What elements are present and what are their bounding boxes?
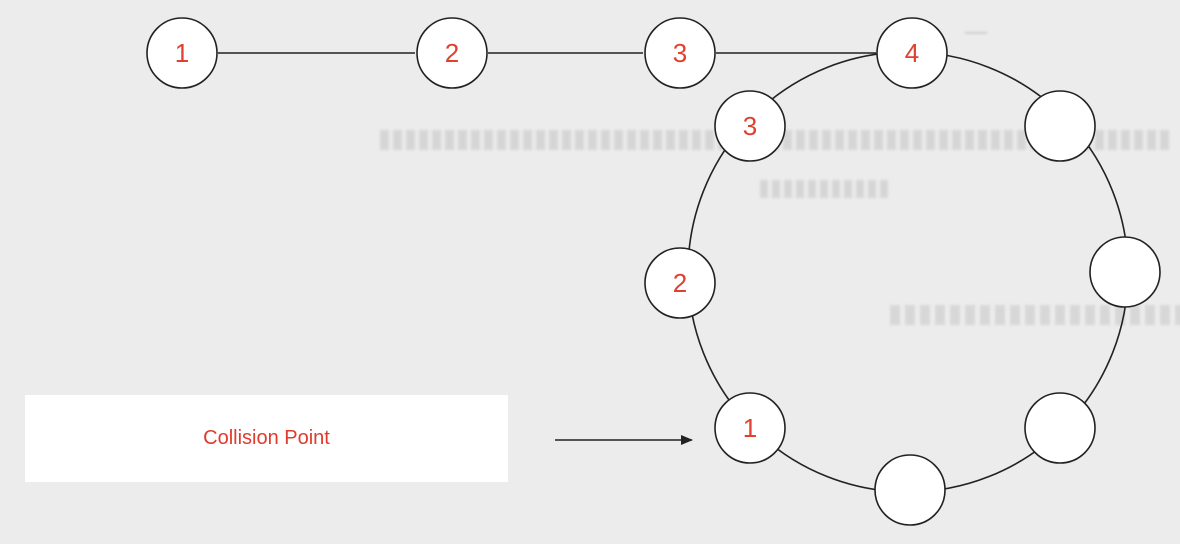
junction-node-label: 4: [905, 38, 919, 68]
tail-node-3: 3: [644, 17, 716, 89]
tail-node-3-label: 3: [673, 38, 687, 68]
bleed-through-text-1: —: [965, 18, 987, 43]
cycle-node-1: 1: [714, 392, 786, 464]
collision-point-label-box: Collision Point: [25, 395, 508, 482]
junction-node: 4: [876, 17, 948, 89]
tail-node-1-label: 1: [175, 38, 189, 68]
tail-node-2-label: 2: [445, 38, 459, 68]
cycle-node-d: [874, 454, 946, 526]
cycle-node-b: [1089, 236, 1161, 308]
bleed-through-text-3: [760, 180, 890, 198]
cycle-node-2: 2: [644, 247, 716, 319]
cycle-node-3: 3: [714, 90, 786, 162]
cycle-node-1-label: 1: [743, 413, 757, 443]
tail-node-2: 2: [416, 17, 488, 89]
tail-node-1: 1: [146, 17, 218, 89]
cycle-node-c: [1024, 392, 1096, 464]
cycle-node-2-label: 2: [673, 268, 687, 298]
cycle-node-3-label: 3: [743, 111, 757, 141]
collision-point-label: Collision Point: [203, 427, 330, 449]
bleed-through-text-4: [890, 305, 1180, 325]
cycle-node-a: [1024, 90, 1096, 162]
